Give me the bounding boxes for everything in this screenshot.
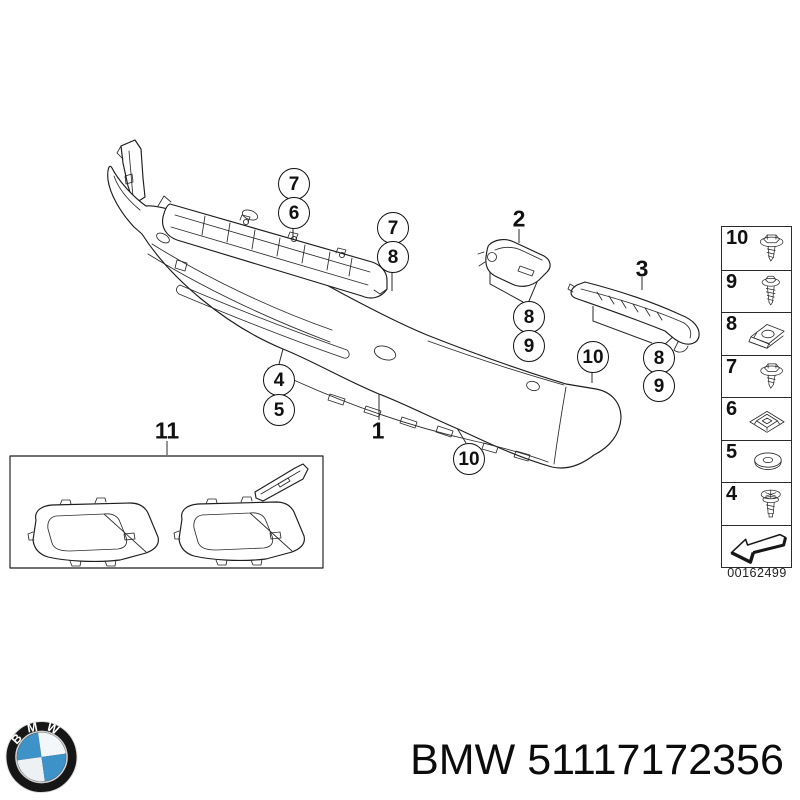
lower-lip-cutouts — [327, 393, 531, 462]
legend-row-5: 5 — [722, 439, 791, 483]
pan-head-screw-icon — [760, 489, 781, 518]
part-callout-5: 5 — [263, 394, 295, 426]
part-callout-7b: 7 — [377, 212, 409, 244]
legend-number: 10 — [726, 227, 749, 249]
part-callout-10a: 10 — [577, 341, 609, 373]
part-callout-8b: 8 — [513, 301, 545, 333]
bmw-roundel-logo: BMW — [5, 719, 78, 793]
hex-flange-screw-icon — [759, 234, 784, 262]
legend-number: 7 — [726, 355, 738, 378]
legend-number: 4 — [726, 483, 738, 505]
legend-number: 5 — [726, 440, 738, 463]
direction-arrow-icon — [730, 534, 787, 565]
part-label-1: 1 — [371, 417, 385, 444]
part-label-11: 11 — [154, 417, 180, 444]
part-callout-9a: 9 — [513, 330, 545, 362]
fastener-legend-table: 10 9 8 — [721, 226, 792, 568]
legend-row-10: 10 — [722, 227, 791, 270]
clip-nut-icon — [748, 323, 785, 349]
left-corner-bracket-part — [116, 139, 146, 205]
round-flange-screw-icon — [761, 276, 780, 306]
support-rail-part-3 — [567, 281, 700, 353]
part-callout-9b: 9 — [643, 370, 675, 402]
fog-grille-left — [27, 497, 159, 567]
legend-number: 6 — [726, 398, 738, 420]
part-callout-8c: 8 — [643, 342, 675, 374]
part-callout-7a: 7 — [278, 168, 310, 200]
legend-row-4: 4 — [722, 482, 791, 525]
washer-icon — [754, 452, 782, 471]
carrier-beam-part — [162, 203, 388, 299]
part-label-3: 3 — [635, 255, 649, 282]
cage-nut-icon — [749, 410, 785, 433]
legend-number: 9 — [726, 270, 738, 293]
legend-row-7: 7 — [722, 354, 791, 398]
legend-row-9: 9 — [722, 269, 791, 313]
legend-row-direction — [722, 524, 791, 568]
brand-name: BMW — [410, 736, 516, 784]
diagram-code: 00162499 — [727, 566, 787, 580]
part-label-2: 2 — [512, 205, 526, 232]
part-callout-4: 4 — [263, 364, 295, 396]
part-callout-10b: 10 — [453, 443, 485, 475]
legend-row-8: 8 — [722, 312, 791, 355]
fog-grille-right — [173, 496, 305, 566]
part-number: 51117172356 — [527, 736, 784, 784]
side-bracket-part-2 — [477, 239, 551, 287]
kit-bracket — [254, 463, 309, 502]
part-callout-8a: 8 — [377, 241, 409, 273]
legend-row-6: 6 — [722, 397, 791, 440]
legend-number: 8 — [726, 313, 738, 335]
part-callout-6: 6 — [278, 197, 310, 229]
fog-grille-kit-box — [9, 455, 324, 569]
hex-flange-screw-icon — [760, 363, 783, 389]
